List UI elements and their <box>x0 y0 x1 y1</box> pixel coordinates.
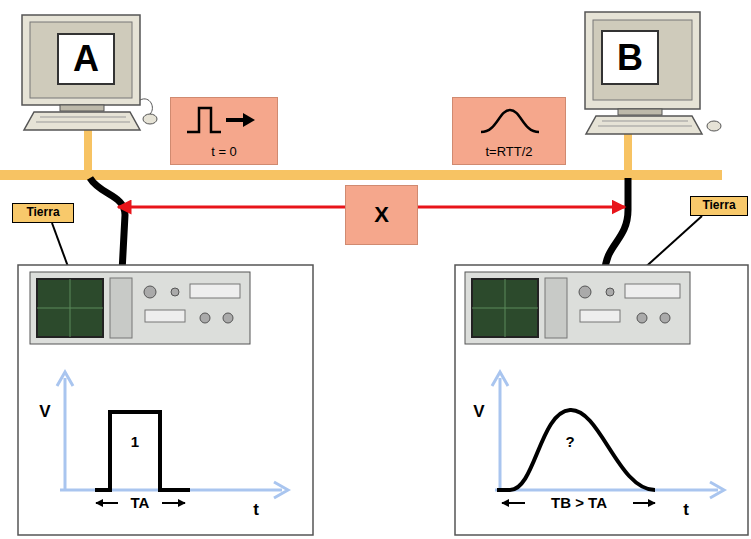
bit-value: 1 <box>131 434 139 451</box>
node-text: Tierra <box>702 199 735 212</box>
scope-panel <box>455 265 748 535</box>
ground-tag: Tierra <box>12 203 74 223</box>
bus-cable <box>0 170 722 180</box>
drop-cable <box>84 128 92 175</box>
bit-value: ? <box>565 434 574 451</box>
node-text: X <box>374 203 389 227</box>
distorted-pulse <box>497 410 655 490</box>
computer-a <box>22 15 157 130</box>
width-arrow <box>162 502 185 504</box>
axis-label: V <box>39 403 50 422</box>
pulse-icon <box>171 98 277 142</box>
computer-b <box>585 12 721 134</box>
probe-cable <box>90 178 125 272</box>
square-pulse <box>95 412 190 490</box>
oscilloscope <box>465 272 690 344</box>
screen-box: B <box>601 30 659 85</box>
axis-label: V <box>473 403 484 422</box>
node-text: B <box>617 38 643 78</box>
distance-box: X <box>345 185 418 245</box>
width-arrow <box>96 502 118 504</box>
ground-wire <box>640 216 702 272</box>
width-arrow <box>633 502 655 504</box>
ground-tag: Tierra <box>690 196 748 216</box>
signal-box: t=RTT/2 <box>452 97 566 165</box>
axis-label: t <box>683 501 689 520</box>
axis-label: t <box>253 501 259 520</box>
graph-axes <box>57 372 288 498</box>
node-text: A <box>73 39 99 79</box>
width-arrow <box>502 502 525 504</box>
node-text: t=RTT/2 <box>485 145 532 159</box>
drop-cable <box>624 132 632 175</box>
graph-axes <box>492 372 724 498</box>
pulse-width: TB > TA <box>549 495 609 512</box>
probe-cable <box>605 178 628 272</box>
pulse-width: TA <box>129 495 152 512</box>
screen-box: A <box>57 33 115 85</box>
signal-box: t = 0 <box>170 97 278 165</box>
oscilloscope <box>30 272 250 344</box>
scope-panel <box>18 265 313 535</box>
node-text: Tierra <box>26 206 59 219</box>
node-text: t = 0 <box>211 145 237 159</box>
bell-icon <box>453 98 565 142</box>
